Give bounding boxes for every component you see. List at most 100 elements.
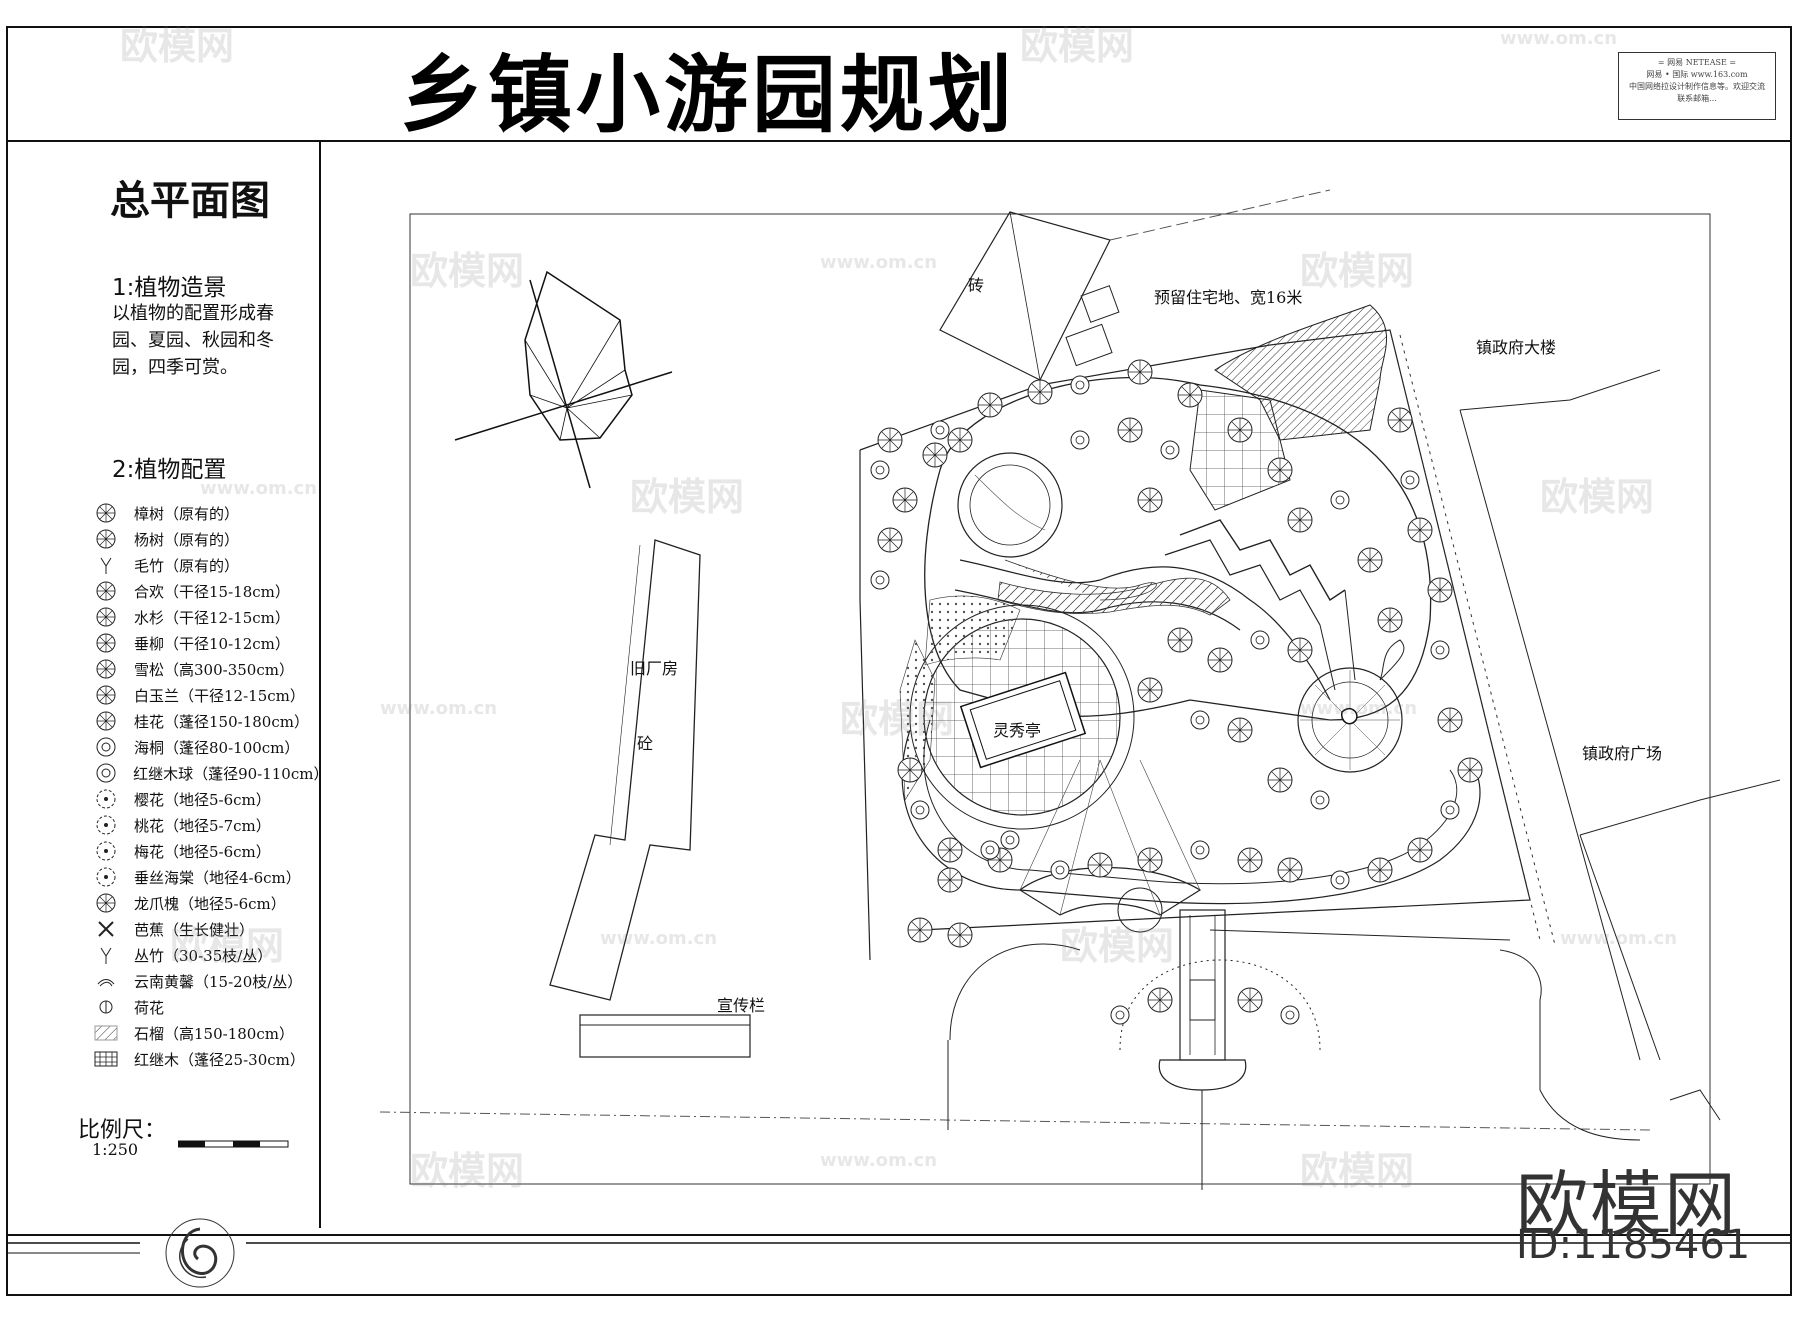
tree-icon	[1330, 490, 1350, 510]
tree-icon	[92, 633, 120, 653]
tree-icon	[910, 800, 930, 820]
tree-icon	[1310, 790, 1330, 810]
tree-icon	[1400, 470, 1420, 490]
tree-icon	[1147, 987, 1173, 1013]
tree-icon	[1237, 847, 1263, 873]
watermark: 欧模网	[410, 249, 525, 293]
tree-icon	[1237, 987, 1263, 1013]
tree-icon	[1227, 417, 1253, 443]
tree-icon	[1367, 857, 1393, 883]
watermark: 欧模网	[1060, 924, 1175, 968]
flower-icon	[92, 841, 120, 861]
tree-icon	[1430, 640, 1450, 660]
watermark: 欧模网	[630, 475, 745, 519]
tree-icon	[1050, 860, 1070, 880]
tree-icon	[980, 840, 1000, 860]
legend-row: 云南黄馨（15-20枝/丛）	[92, 968, 322, 994]
tree-icon	[92, 659, 120, 679]
label-old-factory: 旧厂房	[630, 659, 679, 678]
title-divider	[6, 140, 1792, 142]
watermark-url: www.om.cn	[1500, 28, 1618, 49]
tree-icon	[870, 460, 890, 480]
tree-icon	[1287, 507, 1313, 533]
footer-rule	[6, 1234, 1792, 1254]
tree-icon	[1070, 430, 1090, 450]
tree-icon	[92, 503, 120, 523]
shrub-icon	[92, 763, 119, 783]
tree-icon	[897, 757, 923, 783]
legend-label: 丛竹（30-35枝/丛）	[134, 946, 273, 965]
tree-icon	[870, 570, 890, 590]
grass-icon	[92, 971, 120, 991]
north-arrow-icon	[454, 270, 673, 489]
watermark: 欧模网	[1300, 1149, 1415, 1193]
tree-icon	[92, 529, 120, 549]
banana-icon	[92, 919, 120, 939]
hatch-icon	[92, 1023, 120, 1043]
spiral-logo-icon	[165, 1218, 235, 1288]
stamp-line-1: = 网易 NETEASE =	[1657, 58, 1737, 67]
tree-icon	[1427, 577, 1453, 603]
legend-panel	[6, 142, 321, 1228]
legend-row: 白玉兰（干径12-15cm）	[92, 682, 322, 708]
tree-icon	[922, 442, 948, 468]
legend-row: 红继木球（蓬径90-110cm）	[92, 760, 328, 786]
tree-icon	[1160, 440, 1180, 460]
tree-icon	[92, 607, 120, 627]
drawing-frame	[6, 26, 1792, 1296]
tree-icon	[877, 427, 903, 453]
watermark: 欧模网	[120, 24, 235, 68]
legend-row: 芭蕉（生长健壮）	[92, 916, 322, 942]
legend-row: 龙爪槐（地径5-6cm）	[92, 890, 322, 916]
tree-icon	[92, 581, 120, 601]
tree-icon	[1227, 717, 1253, 743]
legend-label: 白玉兰（干径12-15cm）	[134, 686, 305, 705]
legend-row: 毛竹（原有的）	[92, 552, 322, 578]
legend-row: 桂花（蓬径150-180cm）	[92, 708, 322, 734]
watermark-url: www.om.cn	[1560, 928, 1678, 949]
legend-row: 杨树（原有的）	[92, 526, 322, 552]
legend-label: 龙爪槐（地径5-6cm）	[134, 894, 286, 913]
legend-label: 樟树（原有的）	[134, 504, 240, 523]
legend-label: 海桐（蓬径80-100cm）	[134, 738, 300, 757]
drawing-title: 乡镇小游园规划	[400, 46, 1017, 144]
tree-icon	[1437, 707, 1463, 733]
tree-icon	[947, 922, 973, 948]
legend-row: 垂丝海棠（地径4-6cm）	[92, 864, 322, 890]
legend-label: 雪松（高300-350cm）	[134, 660, 294, 679]
section-1-description: 以植物的配置形成春园、夏园、秋园和冬园，四季可赏。	[112, 303, 274, 378]
tree-icon	[1137, 487, 1163, 513]
tree-icon	[1000, 830, 1020, 850]
label-concrete: 砼	[637, 734, 654, 753]
section-1-title: 1:植物造景	[112, 275, 227, 301]
tree-icon	[1377, 607, 1403, 633]
legend-row: 垂柳（干径10-12cm）	[92, 630, 322, 656]
plant-legend: 樟树（原有的）杨树（原有的）毛竹（原有的）合欢（干径15-18cm）水杉（干径1…	[92, 500, 328, 1072]
scale-bar	[178, 1140, 289, 1148]
tree-icon	[1207, 647, 1233, 673]
legend-label: 石榴（高150-180cm）	[134, 1024, 294, 1043]
tree-icon	[1277, 857, 1303, 883]
legend-label: 垂丝海棠（地径4-6cm）	[134, 868, 301, 887]
legend-label: 桃花（地径5-7cm）	[134, 816, 271, 835]
watermark: 欧模网	[1540, 475, 1655, 519]
lotus-icon	[92, 997, 120, 1017]
legend-label: 毛竹（原有的）	[134, 556, 240, 575]
stamp-line-2: 网易 • 国际 www.163.com	[1646, 70, 1748, 79]
legend-row: 水杉（干径12-15cm）	[92, 604, 322, 630]
tree-icon	[1117, 417, 1143, 443]
tree-icon	[1190, 710, 1210, 730]
label-government-building: 镇政府大楼	[1476, 338, 1557, 357]
tree-icon	[92, 893, 120, 913]
bamboo-icon	[92, 945, 120, 965]
stamp-line-3: 中国网络拉设计制作信息等。欢迎交流	[1629, 82, 1765, 91]
scale-label: 比例尺：	[78, 1118, 167, 1143]
label-pavilion: 灵秀亭	[993, 721, 1042, 740]
panel-heading: 总平面图	[110, 178, 270, 224]
legend-row: 樟树（原有的）	[92, 500, 322, 526]
legend-row: 樱花（地径5-6cm）	[92, 786, 322, 812]
tree-icon	[1287, 637, 1313, 663]
legend-label: 云南黄馨（15-20枝/丛）	[134, 972, 303, 991]
legend-row: 桃花（地径5-7cm）	[92, 812, 322, 838]
legend-row: 丛竹（30-35枝/丛）	[92, 942, 322, 968]
